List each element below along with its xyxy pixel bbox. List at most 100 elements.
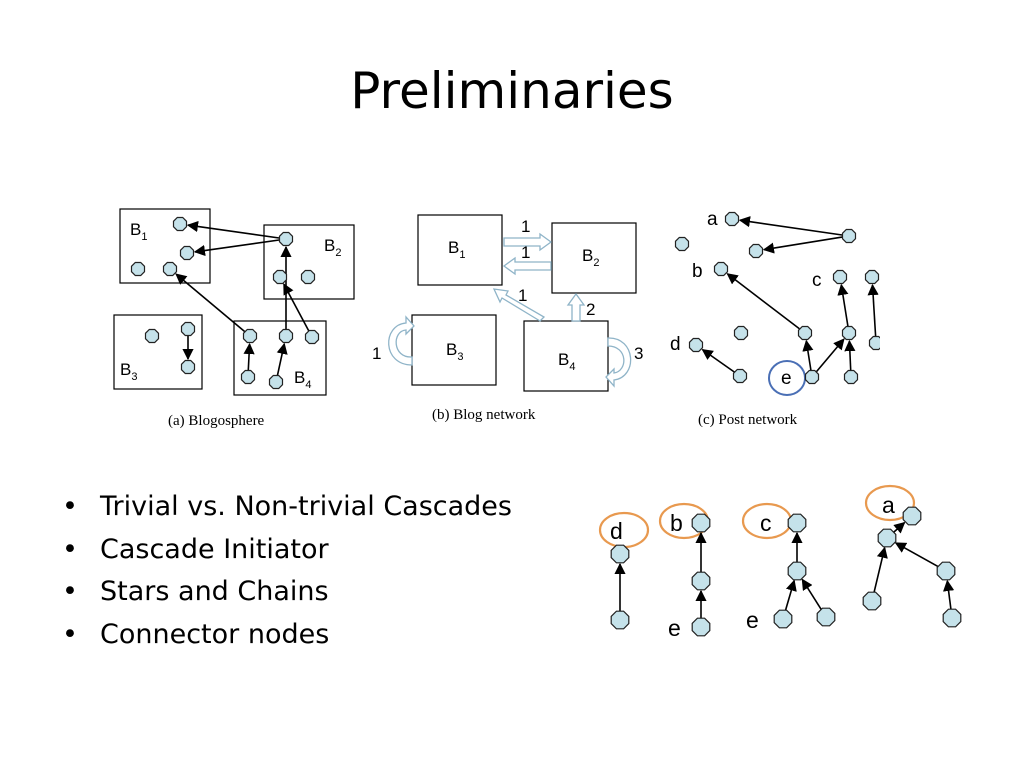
hollow-loop-b3	[388, 315, 415, 366]
panel-a-node-5	[278, 231, 294, 247]
panel-a-node-12	[278, 328, 294, 344]
panel-c-edge-4	[802, 339, 814, 371]
panel-a-node-2	[179, 245, 195, 261]
post-label-c: c	[812, 270, 822, 291]
panel-b-blog-network: B1 B2 B3 B4 1 1 1 2 1 3 (b) Blog network	[372, 214, 643, 423]
panel-a-nodes	[130, 216, 320, 390]
cascade-label-c: c	[760, 510, 772, 536]
blog-box-b2	[263, 224, 355, 300]
blog-label-b3: B3	[120, 360, 137, 383]
panel-c-node-2	[674, 236, 690, 252]
panel-c-edge-1	[738, 216, 843, 236]
highlight-a	[864, 484, 916, 522]
slide-title: Preliminaries	[350, 62, 674, 120]
network-label-b2: B2	[582, 246, 599, 269]
post-label-d: d	[670, 334, 681, 355]
bullet-marker: •	[62, 491, 78, 522]
hollow-loop-b4	[605, 337, 632, 388]
panel-c-node-14	[804, 369, 820, 385]
panel-a-node-9	[180, 321, 196, 337]
post-label-e: e	[781, 368, 792, 389]
bullet-marker: •	[62, 533, 78, 565]
cascade-edge-10	[943, 579, 955, 610]
cascade-edge-9	[873, 546, 888, 593]
panel-c-edge-8	[701, 348, 735, 373]
panel-a-node-3	[130, 261, 146, 277]
panel-c-node-11	[868, 335, 880, 351]
edge-weight-b4-b1: 1	[518, 286, 527, 305]
network-box-b4	[523, 320, 609, 392]
post-label-b: b	[692, 261, 703, 282]
edge-weight-b1-b2: 1	[521, 217, 530, 236]
panel-c-node-7	[864, 269, 880, 285]
cascade-edges	[614, 521, 955, 618]
blog-label-b2: B2	[324, 236, 341, 259]
cascade-edge-6	[801, 578, 822, 610]
network-label-b3: B3	[446, 340, 463, 363]
panel-c-node-1	[724, 211, 740, 227]
panel-a-node-7	[300, 269, 316, 285]
panel-c-edge-5	[815, 338, 845, 373]
panel-a-node-15	[268, 374, 284, 390]
cascade-node-10	[902, 506, 922, 526]
panel-a-edge-1	[186, 220, 280, 239]
panel-c-node-3	[748, 243, 764, 259]
blog-box-b4	[233, 320, 327, 396]
network-box-b3	[411, 314, 497, 386]
cascade-node-5	[691, 617, 711, 637]
panel-c-node-15	[843, 369, 859, 385]
bullet-text: Trivial vs. Non-trivial Cascades	[100, 491, 512, 522]
panel-a-node-1	[172, 216, 188, 232]
highlight-d	[598, 511, 650, 549]
edge-weight-b4-b2: 2	[586, 300, 595, 319]
hollow-arrows	[388, 232, 632, 388]
bullet-text: Stars and Chains	[100, 576, 329, 607]
cascade-nodes	[610, 506, 962, 637]
panel-c-nodes	[674, 211, 880, 385]
panel-c-node-6	[832, 269, 848, 285]
panel-a-blogosphere: B1 B2 B3 B4 (a) Blogosphere	[113, 208, 355, 429]
cascade-node-2	[610, 610, 630, 630]
cascade-label-b: b	[670, 510, 683, 536]
cascade-node-6	[787, 513, 807, 533]
blog-box-b3	[113, 314, 203, 390]
panel-a-node-4	[162, 261, 178, 277]
cascade-edge-7	[893, 521, 906, 534]
panel-a-node-8	[144, 328, 160, 344]
bullet-marker: •	[62, 618, 78, 650]
panel-a-node-10	[180, 359, 196, 375]
panel-c-node-9	[797, 325, 813, 341]
cascade-edge-5	[784, 579, 797, 611]
bullet-item: •Cascade Initiator	[62, 529, 512, 572]
panel-c-edge-9	[844, 339, 856, 371]
bullet-list: • Trivial vs. Non-trivial Cascades •Casca…	[62, 486, 512, 656]
cascade-label-d: d	[610, 518, 623, 544]
blog-label-b4: B4	[294, 368, 311, 391]
panel-c-caption: (c) Post network	[698, 412, 798, 428]
bullet-item: • Trivial vs. Non-trivial Cascades	[62, 486, 512, 529]
cascade-label-e2: e	[746, 607, 759, 633]
hollow-arrow-b1-b2	[503, 232, 553, 252]
cascade-node-12	[936, 561, 956, 581]
edge-weight-b3-loop: 1	[372, 344, 381, 363]
bullet-item: •Stars and Chains	[62, 571, 512, 614]
cascade-node-1	[610, 544, 630, 564]
panel-a-edge-2	[193, 239, 280, 257]
panel-a-edge-7	[243, 342, 255, 371]
blog-box-b1	[119, 208, 211, 284]
panel-c-edge-6	[837, 283, 849, 327]
network-label-b1: B1	[448, 238, 465, 261]
panel-c-edge-7	[867, 283, 879, 337]
blog-figure: B1 B2 B3 B4 (a) Blogosphere B1 B2 B3 B4 …	[113, 208, 880, 429]
panel-c-edge-3	[726, 273, 800, 330]
panel-c-edges	[701, 216, 879, 373]
cascade-node-13	[862, 591, 882, 611]
panel-a-node-14	[240, 369, 256, 385]
panel-a-edge-8	[276, 342, 288, 376]
cascade-node-4	[691, 571, 711, 591]
panel-b-caption: (b) Blog network	[432, 407, 536, 423]
network-label-b4: B4	[558, 350, 575, 373]
hollow-arrow-b4-b2	[566, 292, 586, 322]
panel-a-node-6	[272, 269, 288, 285]
cascade-label-a: a	[882, 492, 895, 518]
